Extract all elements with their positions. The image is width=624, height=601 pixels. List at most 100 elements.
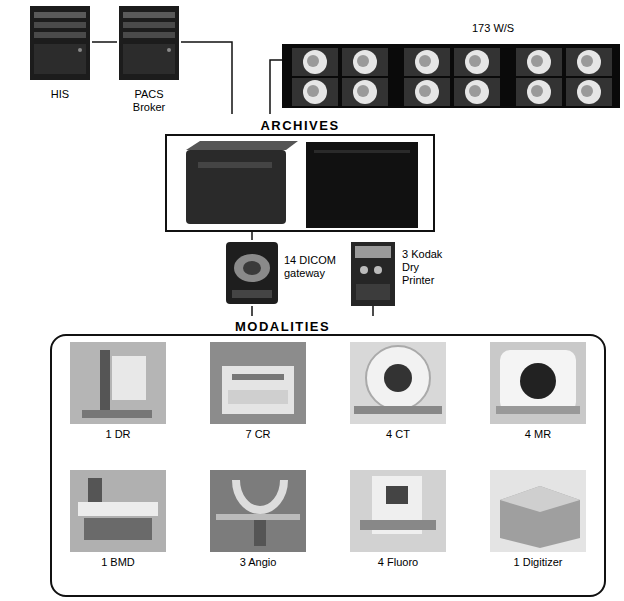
section-heading: ARCHIVES bbox=[165, 118, 435, 134]
printer-tray bbox=[356, 284, 390, 300]
cr-slot bbox=[232, 374, 284, 380]
monitor bbox=[516, 78, 562, 106]
modality-node: 4 CT bbox=[346, 342, 450, 444]
monitor bbox=[454, 48, 500, 76]
monitor bbox=[292, 78, 338, 106]
dr-base bbox=[82, 410, 152, 418]
modality-photo bbox=[210, 470, 306, 552]
workstation-panel bbox=[282, 44, 620, 108]
archive-device-top bbox=[186, 141, 298, 150]
printer-button bbox=[374, 266, 382, 274]
connector-line bbox=[372, 306, 374, 316]
node-label: 1 Digitizer bbox=[486, 556, 590, 569]
modality-photo bbox=[350, 470, 446, 552]
frame-outline bbox=[165, 134, 435, 232]
mr-bore bbox=[520, 363, 556, 399]
server-bay bbox=[123, 32, 175, 38]
server-body bbox=[30, 6, 90, 80]
mr-table bbox=[496, 406, 580, 414]
fluoro-tube bbox=[386, 486, 408, 504]
modality-photo bbox=[210, 342, 306, 424]
gateway-face bbox=[234, 254, 270, 282]
archive-box: ARCHIVES bbox=[165, 114, 435, 232]
gateway-face-detail bbox=[243, 261, 261, 275]
modality-node: 1 BMD bbox=[66, 470, 170, 572]
ct-gantry bbox=[366, 346, 430, 410]
monitor bbox=[404, 78, 450, 106]
node-label: 4 CT bbox=[346, 428, 450, 441]
node-label: 1 BMD bbox=[66, 556, 170, 569]
modality-photo bbox=[490, 470, 586, 552]
dr-stand bbox=[100, 350, 110, 414]
monitor bbox=[342, 78, 388, 106]
server-bay bbox=[123, 22, 175, 28]
node-label: 173 W/S bbox=[472, 22, 552, 35]
monitor bbox=[404, 48, 450, 76]
server-bay bbox=[34, 22, 86, 28]
modality-node: 1 Digitizer bbox=[486, 470, 590, 572]
server-panel bbox=[34, 44, 86, 74]
connector-line bbox=[92, 41, 117, 43]
modality-group: MODALITIES1 DR7 CR4 CT4 MR1 BMD3 Angio4 … bbox=[50, 316, 606, 597]
archive-device bbox=[186, 150, 286, 224]
gateway-node: 14 DICOM gateway bbox=[224, 240, 344, 306]
bmd-table bbox=[78, 502, 158, 516]
bmd-base bbox=[84, 518, 152, 540]
server-light bbox=[78, 48, 82, 52]
server-bay bbox=[123, 12, 175, 18]
node-label: 4 MR bbox=[486, 428, 590, 441]
node-label: PACS Broker bbox=[124, 88, 174, 114]
node-label: 3 Angio bbox=[206, 556, 310, 569]
modality-node: 4 Fluoro bbox=[346, 470, 450, 572]
bmd-arm bbox=[88, 478, 102, 504]
server-panel bbox=[123, 44, 175, 74]
server-light bbox=[167, 48, 171, 52]
printer-node: 3 Kodak Dry Printer bbox=[348, 240, 460, 306]
modality-node: 4 MR bbox=[486, 342, 590, 444]
connector-line bbox=[181, 42, 232, 114]
printer-top bbox=[355, 246, 391, 258]
server-body bbox=[119, 6, 179, 80]
gateway-base bbox=[232, 290, 272, 298]
server-node: PACS Broker bbox=[117, 4, 181, 116]
node-label: 1 DR bbox=[66, 428, 170, 441]
monitor bbox=[292, 48, 338, 76]
gateway-icon bbox=[226, 242, 278, 304]
connector-line bbox=[251, 232, 253, 240]
monitor bbox=[516, 48, 562, 76]
modality-node: 1 DR bbox=[66, 342, 170, 444]
node-label: 14 DICOM gateway bbox=[284, 254, 342, 280]
modality-photo bbox=[70, 342, 166, 424]
node-label: HIS bbox=[28, 88, 92, 101]
monitor bbox=[566, 78, 612, 106]
angio-c-arm bbox=[236, 480, 284, 510]
archive-storage bbox=[306, 142, 418, 228]
angio-table bbox=[216, 514, 300, 520]
modality-photo bbox=[70, 470, 166, 552]
connector-line bbox=[251, 306, 253, 316]
archive-device-slot bbox=[198, 162, 272, 168]
cr-front bbox=[228, 390, 288, 404]
node-label: 4 Fluoro bbox=[346, 556, 450, 569]
mr-magnet bbox=[500, 350, 576, 412]
printer-icon bbox=[351, 242, 395, 306]
server-node: HIS bbox=[28, 4, 92, 102]
modality-node: 3 Angio bbox=[206, 470, 310, 572]
ct-table bbox=[354, 406, 442, 414]
server-bay bbox=[34, 12, 86, 18]
modality-photo bbox=[490, 342, 586, 424]
node-label: 7 CR bbox=[206, 428, 310, 441]
angio-stand bbox=[254, 520, 266, 546]
digitizer-top bbox=[500, 486, 580, 512]
printer-button bbox=[360, 266, 368, 274]
cr-reader bbox=[222, 366, 294, 414]
connector-line bbox=[270, 60, 282, 114]
monitor bbox=[566, 48, 612, 76]
node-label: 3 Kodak Dry Printer bbox=[402, 248, 452, 287]
modality-node: 7 CR bbox=[206, 342, 310, 444]
dr-panel bbox=[112, 356, 146, 400]
archive-storage-detail bbox=[314, 150, 410, 153]
